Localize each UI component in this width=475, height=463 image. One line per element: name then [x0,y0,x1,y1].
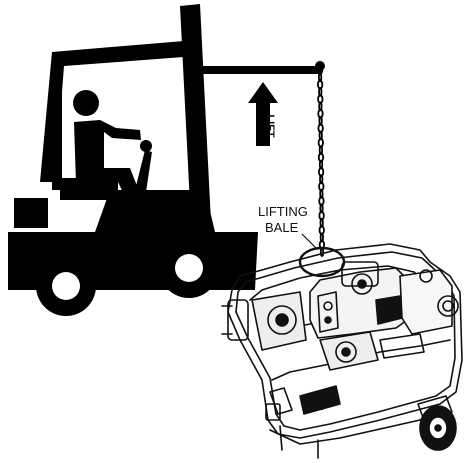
counterweight [14,198,48,228]
lift-label: LIFT [264,114,276,137]
lifting-chain [318,66,324,256]
pump-unit [222,244,462,458]
lift-arrow-icon: LIFT [248,82,278,146]
front-wheel [159,238,219,298]
forklift [8,4,321,316]
lifting-bale-label-line1: LIFTING [258,204,308,219]
lifting-bale-label-line2: BALE [265,220,299,235]
cab-frame [40,40,197,182]
rear-wheel [36,256,96,316]
forklift-boom [203,66,321,74]
brand-logo: MQ [309,400,325,411]
